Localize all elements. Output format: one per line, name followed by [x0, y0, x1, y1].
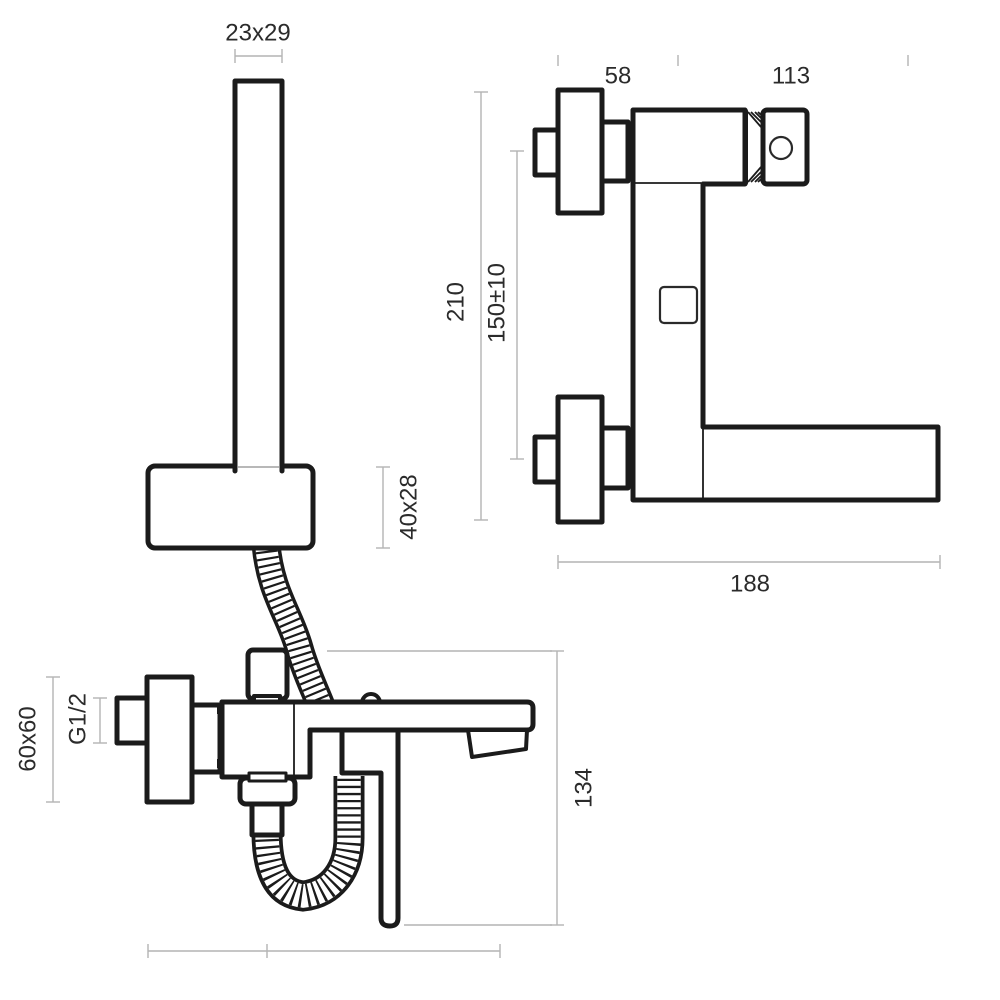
- head-circle-detail: [768, 135, 794, 161]
- collar-flange-nub: [626, 430, 633, 439]
- dim-escutcheon: 60x60: [15, 676, 60, 803]
- dim-label-height: 210: [443, 282, 470, 322]
- inlet-thread-bottom: [532, 434, 561, 485]
- cartridge-cover-plate: [658, 285, 699, 325]
- dim-holder: 40x28: [376, 466, 423, 549]
- dim-inlet-spacing: 150±10: [484, 150, 524, 460]
- mixer-side-view: [532, 87, 941, 525]
- dim-baseline: [147, 944, 501, 958]
- collar-flange-nub: [626, 171, 633, 180]
- dimensions: 23x29 40x28 58 113 210 150: [15, 20, 941, 958]
- hose-corrugation: [255, 542, 332, 711]
- dim-thread: G1/2: [65, 693, 107, 745]
- inlet-thread-front: [114, 695, 150, 746]
- collar-flange-nub: [626, 124, 633, 133]
- spout-outlet-tip: [466, 728, 529, 759]
- dim-reach: 188: [557, 555, 941, 598]
- flexible-hose-upper: [251, 542, 335, 712]
- wall-escutcheon-front: [144, 674, 195, 805]
- dim-label-inlet-spacing: 150±10: [484, 263, 511, 343]
- mixer-front-view: [114, 647, 536, 929]
- collar-flange-nub: [626, 477, 633, 486]
- inlet-collar-bottom: [599, 425, 631, 491]
- dim-label-bar-section: 23x29: [225, 20, 290, 47]
- collar-flange-nub: [217, 759, 224, 768]
- hand-shower-view: [145, 78, 316, 551]
- head-collar: [744, 109, 763, 185]
- shower-holder-body: [145, 463, 316, 551]
- wall-escutcheon-bottom: [555, 394, 605, 525]
- dim-front-height: 134: [327, 650, 598, 926]
- hand-shower-bar: [232, 78, 285, 474]
- dim-height: 210: [443, 91, 488, 521]
- dim-label-reach: 188: [730, 571, 770, 598]
- dim-label-wall-offset: 58: [605, 63, 632, 90]
- flexible-hose-loop: [251, 776, 365, 912]
- inlet-collar-top: [599, 119, 631, 184]
- cartridge-housing-and-lever-handle: [339, 726, 401, 929]
- dim-label-holder: 40x28: [396, 474, 423, 539]
- collar-taper-line: [747, 111, 762, 128]
- spout-bar: [219, 699, 536, 733]
- inlet-thread-top: [532, 127, 561, 178]
- dim-label-head: 113: [772, 63, 810, 90]
- dim-bar-section: 23x29: [225, 20, 291, 63]
- wall-escutcheon-top: [555, 87, 605, 216]
- dim-label-escutcheon: 60x60: [15, 706, 42, 771]
- collar-taper-line: [747, 166, 762, 183]
- inlet-collar-front: [189, 702, 223, 775]
- connection-washer: [247, 771, 288, 783]
- collar-flange-nub: [217, 705, 224, 714]
- dim-wall-offset-and-head: 58 113: [557, 55, 909, 90]
- hose-corrugation: [255, 776, 361, 908]
- dim-label-thread: G1/2: [65, 693, 92, 745]
- dim-label-front-height: 134: [571, 768, 598, 808]
- diverter-knob: [245, 647, 290, 702]
